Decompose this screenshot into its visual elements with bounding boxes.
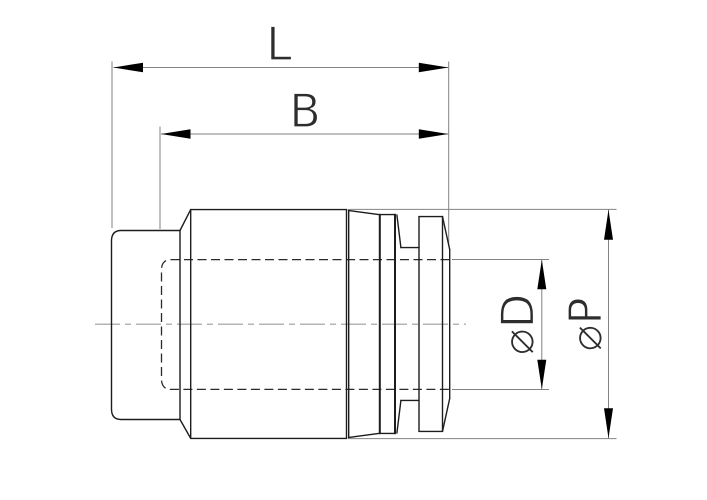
label-outer-diameter-P: ⌀P (560, 297, 613, 351)
part-outline (110, 208, 451, 440)
dimension-labels: L B ⌀D ⌀P (266, 16, 614, 356)
arrow-B-left (161, 129, 191, 139)
sleeve-taper-top (348, 209, 380, 216)
sleeve-taper-bottom (348, 432, 380, 439)
label-bore-diameter-D: ⌀D (492, 294, 545, 356)
collet-chamfer-top (441, 215, 451, 251)
arrow-L-left (113, 62, 143, 73)
cap-to-body-chamfer-top (179, 208, 192, 232)
arrow-D-bottom (537, 359, 547, 390)
cone-silhouette-bottom (396, 399, 402, 434)
arrow-P-top (604, 209, 613, 240)
dimension-arrowheads (113, 62, 613, 439)
collet-chamfer-bottom (441, 397, 451, 433)
arrow-B-right (418, 129, 449, 139)
arrow-P-bottom (604, 408, 613, 439)
cap-to-body-chamfer-bottom (179, 418, 192, 440)
label-insert-length-B: B (289, 84, 321, 138)
arrow-D-top (537, 259, 547, 290)
cap-outline (110, 229, 181, 421)
cone-silhouette-top (396, 214, 402, 249)
dimension-and-extension-lines (111, 61, 617, 440)
label-overall-length-L: L (266, 17, 292, 71)
arrow-L-right (418, 62, 449, 73)
